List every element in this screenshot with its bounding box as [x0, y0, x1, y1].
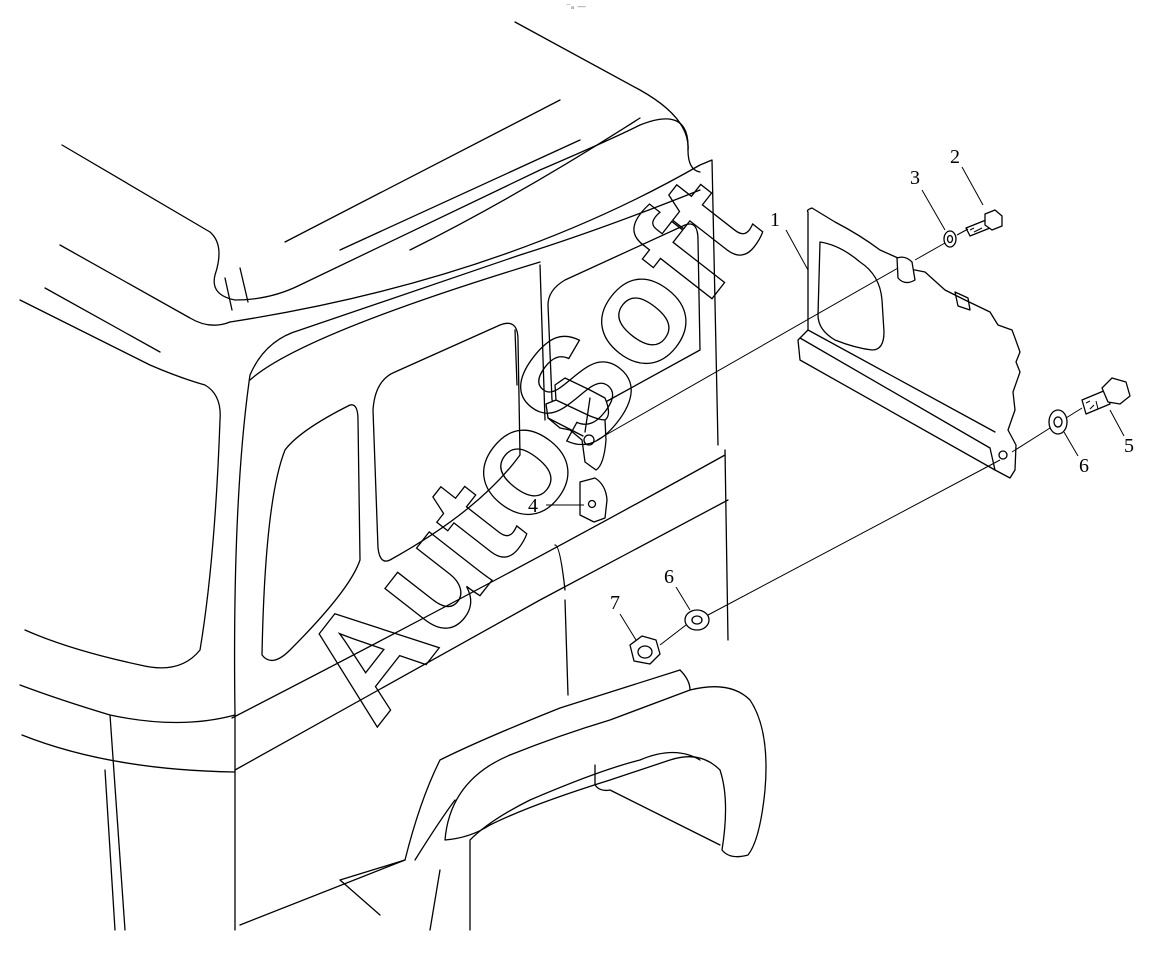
hinge-bracket-part-4	[545, 377, 610, 523]
leader-6-lower	[675, 586, 691, 611]
bracket-part-1	[797, 207, 1021, 479]
washer-part-3	[943, 230, 957, 248]
leader-1	[785, 229, 809, 271]
callout-7: 7	[610, 592, 620, 614]
leader-2	[961, 166, 984, 206]
bolt-part-5	[1081, 377, 1131, 415]
leader-3	[921, 189, 946, 231]
assembly-axis-lines	[596, 228, 1083, 646]
leader-6-upper	[1063, 431, 1079, 457]
washer-part-6-lower	[684, 609, 710, 631]
callout-4: 4	[528, 495, 538, 517]
nut-part-7	[629, 635, 661, 665]
callout-6-upper: 6	[1079, 455, 1089, 477]
cab-body	[19, 159, 729, 931]
watermark: AutoSoft	[268, 147, 790, 749]
callout-3: 3	[910, 167, 920, 189]
leader-7	[619, 613, 637, 641]
callout-5: 5	[1124, 435, 1134, 457]
callout-6-lower: 6	[664, 566, 674, 588]
bolt-part-2	[965, 209, 1003, 237]
fender	[444, 669, 767, 858]
washer-part-6-upper	[1048, 409, 1068, 435]
callouts: 1 2 3 4 5 6 6 7	[528, 146, 1134, 641]
callout-1: 1	[770, 209, 780, 231]
leader-5	[1109, 409, 1125, 437]
top-mark: ⁻ₐ —	[566, 2, 587, 12]
callout-2: 2	[950, 146, 960, 168]
